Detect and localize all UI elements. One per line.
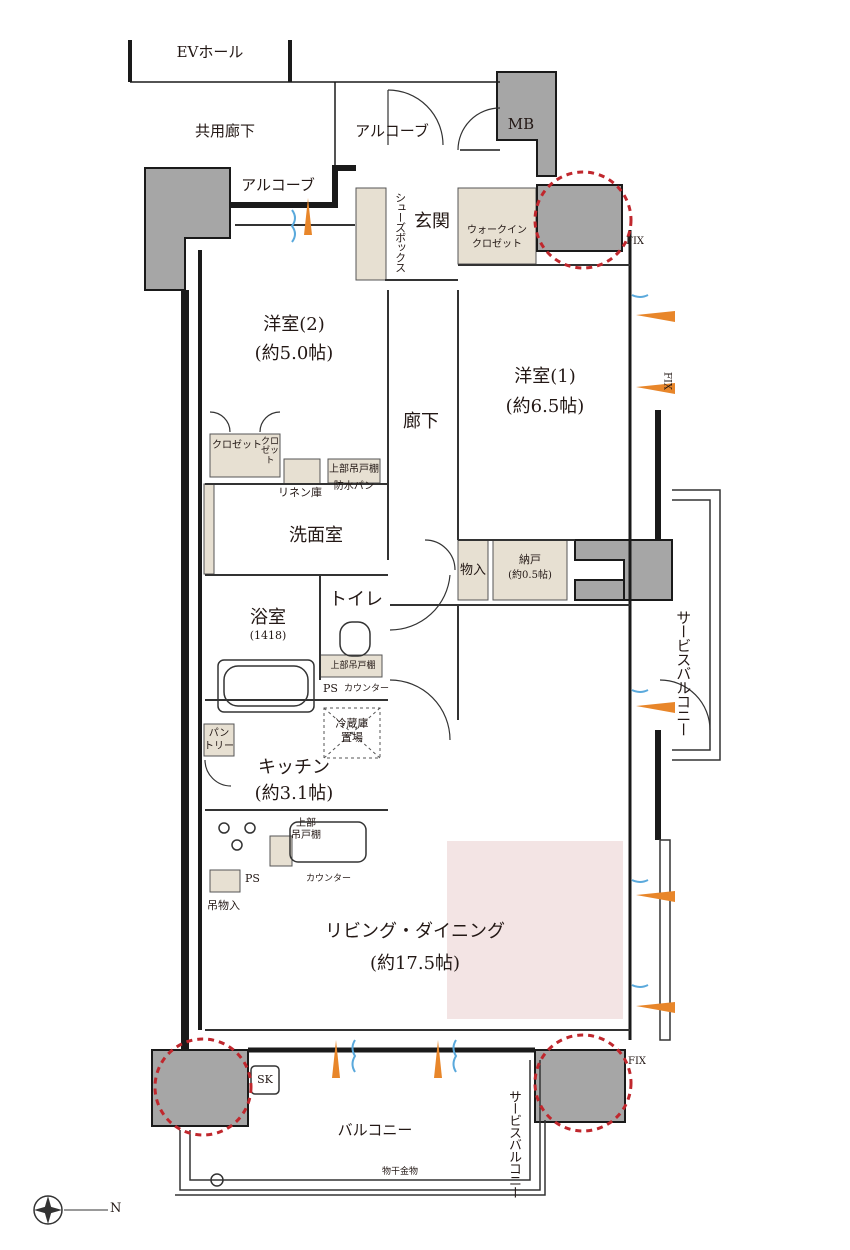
mb-label: MB: [507, 115, 535, 133]
bathroom-size: (1418): [249, 629, 287, 642]
storage-mono-label: 物入: [459, 563, 487, 578]
laundry-hanger-label: 物干金物: [381, 1167, 419, 1177]
living-dining-size: (約17.5帖): [369, 953, 461, 974]
bathroom-name: 浴室: [250, 607, 286, 628]
living-highlight-area: [447, 841, 623, 1019]
counter-2-label: カウンター: [306, 874, 352, 884]
alcove-top-label: アルコーブ: [355, 122, 429, 140]
storage-fills: [203, 187, 568, 893]
pantry-label-1: パン: [208, 728, 230, 739]
kitchen-size: (約3.1帖): [254, 783, 334, 804]
compass-icon: [33, 1195, 108, 1225]
balcony-outline: [175, 1060, 546, 1196]
pantry-label-2: トリー: [204, 741, 234, 752]
balcony-label: バルコニー: [337, 1121, 413, 1139]
outer-walls: [128, 40, 661, 1053]
hanging-storage-label: 吊物入: [207, 899, 240, 912]
doors: [204, 89, 711, 787]
closet-2-label: クロゼット: [260, 437, 279, 466]
entrance-label: 玄関: [414, 211, 450, 232]
fix-3-label: FIX: [628, 1056, 647, 1067]
closet-1-label: クロゼット: [212, 440, 262, 451]
dashed-red-circles: [153, 170, 633, 1137]
toilet-label: トイレ: [329, 589, 383, 610]
western-room-1-name: 洋室(1): [514, 366, 576, 387]
waterproof-pan-label: 防水パン: [333, 481, 375, 492]
fridge-space: [323, 707, 381, 759]
service-balcony-right-outline: [659, 489, 721, 1041]
kitchen-sink: [289, 821, 367, 863]
shoe-box-label: シューズボックス: [393, 192, 407, 272]
western-room-2-size: (約5.0帖): [254, 343, 334, 364]
breeze-markers: [290, 198, 675, 1078]
ps-1-label: PS: [323, 682, 338, 695]
washroom-label: 洗面室: [289, 525, 343, 546]
service-balcony-right-label: サービスバルコニー: [674, 610, 693, 736]
kitchen-name: キッチン: [258, 757, 330, 778]
counter-1-label: カウンター: [344, 684, 390, 694]
structural-columns: [144, 71, 673, 1127]
corridor-label: 廊下: [403, 411, 439, 432]
living-dining-name: リビング・ダイニング: [325, 921, 505, 942]
common-corridor-label: 共用廊下: [194, 122, 256, 140]
sk-label: SK: [257, 1073, 273, 1086]
service-balcony-bottom-label: サービスバルコニー: [505, 1090, 521, 1198]
upper-cabinet-3-label-1: 上部: [296, 818, 316, 829]
interior-walls: [205, 224, 630, 1031]
fix-1-label: FIX: [626, 236, 645, 247]
linen-label: リネン庫: [278, 486, 322, 499]
upper-cabinet-1-label: 上部吊戸棚: [329, 464, 379, 475]
stove-burners: [218, 822, 256, 851]
nando-label-2: (約0.5帖): [508, 570, 552, 581]
western-room-1-size: (約6.5帖): [505, 396, 585, 417]
ps-2-label: PS: [245, 872, 260, 885]
fix-2-label: FIX: [661, 372, 673, 391]
ev-hall-label: EVホール: [176, 43, 244, 61]
fridge-label-2: 置場: [341, 731, 363, 744]
upper-cabinet-2-label: 上部吊戸棚: [330, 661, 376, 671]
walkin-closet-label-2: クロゼット: [472, 239, 522, 250]
compass-north-label: N: [110, 1201, 122, 1216]
western-room-2-name: 洋室(2): [263, 314, 325, 335]
alcove-left-label: アルコーブ: [241, 176, 315, 194]
toilet-fixture: [339, 621, 371, 657]
nando-label-1: 納戸: [519, 553, 541, 566]
fridge-label-1: 冷蔵庫: [335, 717, 369, 730]
walkin-closet-label-1: ウォークイン: [467, 225, 527, 236]
bathtub: [217, 659, 315, 713]
upper-cabinet-3-label-2: 吊戸棚: [291, 830, 321, 841]
